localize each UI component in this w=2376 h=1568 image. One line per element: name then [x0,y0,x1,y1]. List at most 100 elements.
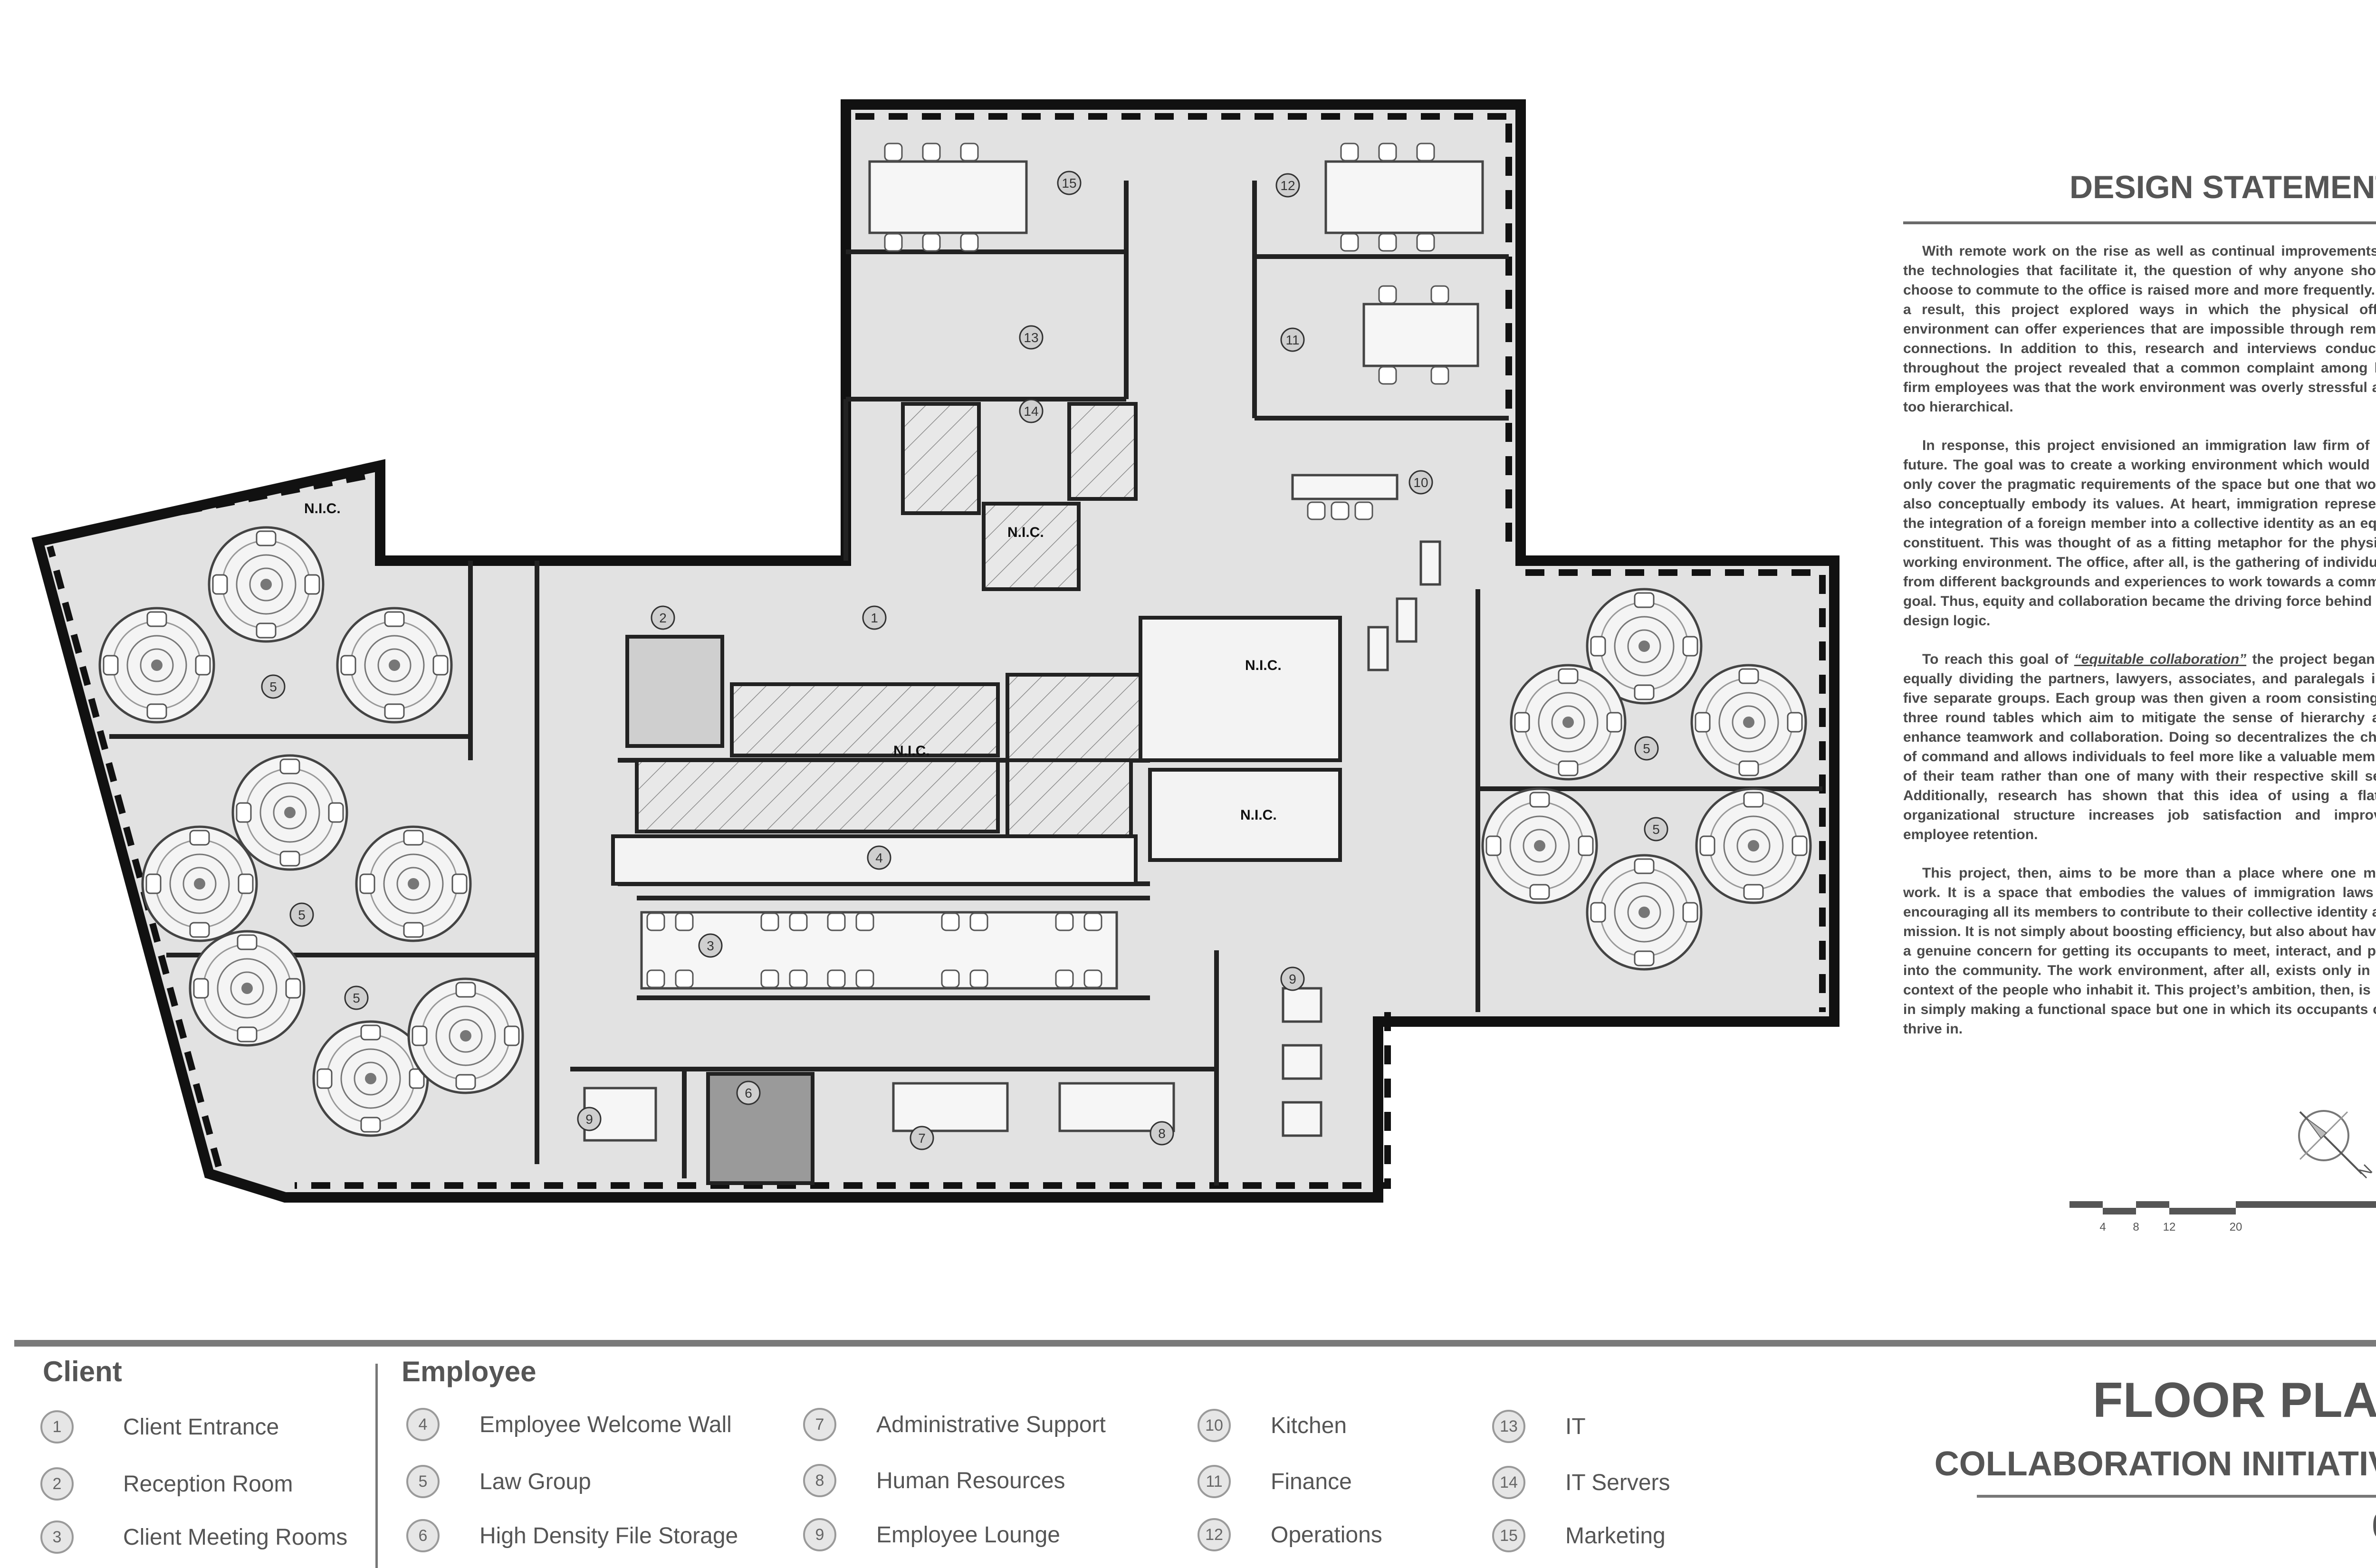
legend-label: Employee Welcome Wall [479,1412,732,1437]
legend-number: 10 [1198,1409,1231,1442]
core-blocks [611,402,1342,1185]
design-statement-p2: In response, this project envisioned an … [1903,438,2376,629]
legend-number: 4 [406,1408,440,1441]
room-marker-5d: 5 [1634,736,1659,761]
svg-text:12: 12 [1280,178,1295,193]
design-statement-p3: To reach this goal of “equitable collabo… [1903,650,2376,844]
room-marker-2: 2 [651,605,675,630]
svg-text:N.I.C.: N.I.C. [893,743,930,759]
p3-pre: To reach this goal of [1922,651,2074,667]
design-statement-p1: With remote work on the rise as well as … [1903,243,2376,415]
legend-number: 11 [1198,1465,1231,1498]
legend-item-4: 4 Employee Welcome Wall [406,1405,732,1444]
svg-text:5: 5 [1643,741,1650,756]
legend-label: IT [1565,1414,1586,1439]
svg-text:N.I.C.: N.I.C. [1240,807,1277,823]
svg-text:5: 5 [1652,822,1660,837]
svg-text:8: 8 [2133,1221,2139,1233]
design-statement-title: DESIGN STATEMENT [2069,169,2376,205]
svg-text:13: 13 [1024,330,1038,345]
svg-text:5: 5 [269,679,277,694]
sheet-subtitle: COLLABORATION INITIATIVE [1934,1445,2376,1483]
svg-text:20: 20 [2230,1221,2242,1233]
legend-item-14: 14 IT Servers [1492,1463,1670,1501]
nic-labels: N.I.C. N.I.C. N.I.C. N.I.C. N.I.C. [304,501,1282,823]
legend-label: Kitchen [1271,1413,1347,1438]
svg-text:11: 11 [1285,333,1299,347]
svg-text:15: 15 [1062,176,1076,191]
legend-number: 15 [1492,1519,1525,1552]
svg-text:5: 5 [298,908,306,922]
legend-item-8: 8 Human Resources [803,1462,1065,1500]
legend-item-3: 3 Client Meeting Rooms [40,1518,347,1556]
legend-divider [14,1340,2376,1347]
room-marker-5c: 5 [344,985,369,1010]
legend-number: 3 [40,1520,74,1554]
legend-label: Client Entrance [123,1414,279,1440]
scale-bar: 4 8 12 20 36ft [2069,1201,2376,1233]
legend-label: Reception Room [123,1471,293,1497]
room-marker-15: 15 [1057,171,1082,195]
north-arrow-icon: N [2298,1110,2376,1182]
svg-text:9: 9 [585,1112,593,1127]
p3-emphasis: “equitable collaboration” [2074,651,2247,667]
design-statement-p4: This project, then, aims to be more than… [1903,865,2376,1037]
legend-label: IT Servers [1565,1470,1670,1495]
legend-number: 13 [1492,1410,1525,1443]
room-marker-9a: 9 [1280,966,1305,991]
design-statement-rule [1903,221,2376,224]
legend-number: 9 [803,1518,836,1551]
legend-label: Operations [1271,1522,1382,1548]
legend-label: Law Group [479,1469,591,1494]
legend-item-1: 1 Client Entrance [40,1408,279,1446]
legend-number: 8 [803,1464,836,1497]
svg-text:12: 12 [2163,1221,2176,1233]
svg-text:4: 4 [875,851,883,865]
legend-item-15: 15 Marketing [1492,1517,1666,1555]
legend-item-10: 10 Kitchen [1198,1406,1347,1444]
room-marker-14: 14 [1019,399,1044,423]
room-markers: 15 12 13 11 14 10 2 1 5 5 5 5 5 4 3 9 9 … [261,171,1668,1150]
legend-number: 5 [406,1465,440,1498]
room-marker-6: 6 [736,1080,761,1105]
legend-item-6: 6 High Density File Storage [406,1517,738,1555]
room-marker-4: 4 [867,845,891,870]
svg-text:14: 14 [1024,404,1038,419]
window-mullions [47,113,1826,1189]
legend-label: Finance [1271,1469,1352,1494]
room-marker-11: 11 [1280,327,1305,352]
legend-item-7: 7 Administrative Support [803,1405,1106,1444]
legend-item-2: 2 Reception Room [40,1465,293,1503]
legend-number: 6 [406,1519,440,1552]
legend-label: Employee Lounge [876,1522,1060,1548]
legend-item-5: 5 Law Group [406,1463,591,1501]
title-rule [1977,1495,2376,1498]
svg-text:7: 7 [918,1131,926,1146]
floor-areas [38,105,1834,1197]
legend-number: 1 [40,1410,74,1444]
svg-text:6: 6 [745,1086,752,1100]
legend-number: 2 [40,1467,74,1501]
p3-post: the project began by equally dividing th… [1903,651,2376,842]
legend-label: High Density File Storage [479,1523,738,1549]
svg-text:2: 2 [659,611,667,625]
room-marker-8: 8 [1150,1121,1174,1146]
floor-plan: N.I.C. N.I.C. N.I.C. N.I.C. N.I.C. [31,99,1839,1203]
legend-separator [375,1364,378,1568]
room-marker-9b: 9 [577,1107,602,1131]
svg-text:9: 9 [1289,972,1296,986]
legend-number: 12 [1198,1518,1231,1551]
svg-text:8: 8 [1158,1126,1166,1141]
sheet-number: 01 [2372,1504,2376,1548]
legend-item-11: 11 Finance [1198,1463,1352,1501]
svg-text:N: N [2355,1161,2376,1182]
room-marker-1: 1 [862,605,887,630]
svg-text:N.I.C.: N.I.C. [1245,658,1282,673]
room-marker-5b: 5 [289,902,314,927]
svg-text:4: 4 [2099,1221,2106,1233]
room-marker-10: 10 [1408,470,1433,495]
room-marker-5a: 5 [261,674,286,699]
room-marker-12: 12 [1275,173,1300,198]
room-marker-3: 3 [698,933,723,958]
svg-text:3: 3 [707,938,714,953]
